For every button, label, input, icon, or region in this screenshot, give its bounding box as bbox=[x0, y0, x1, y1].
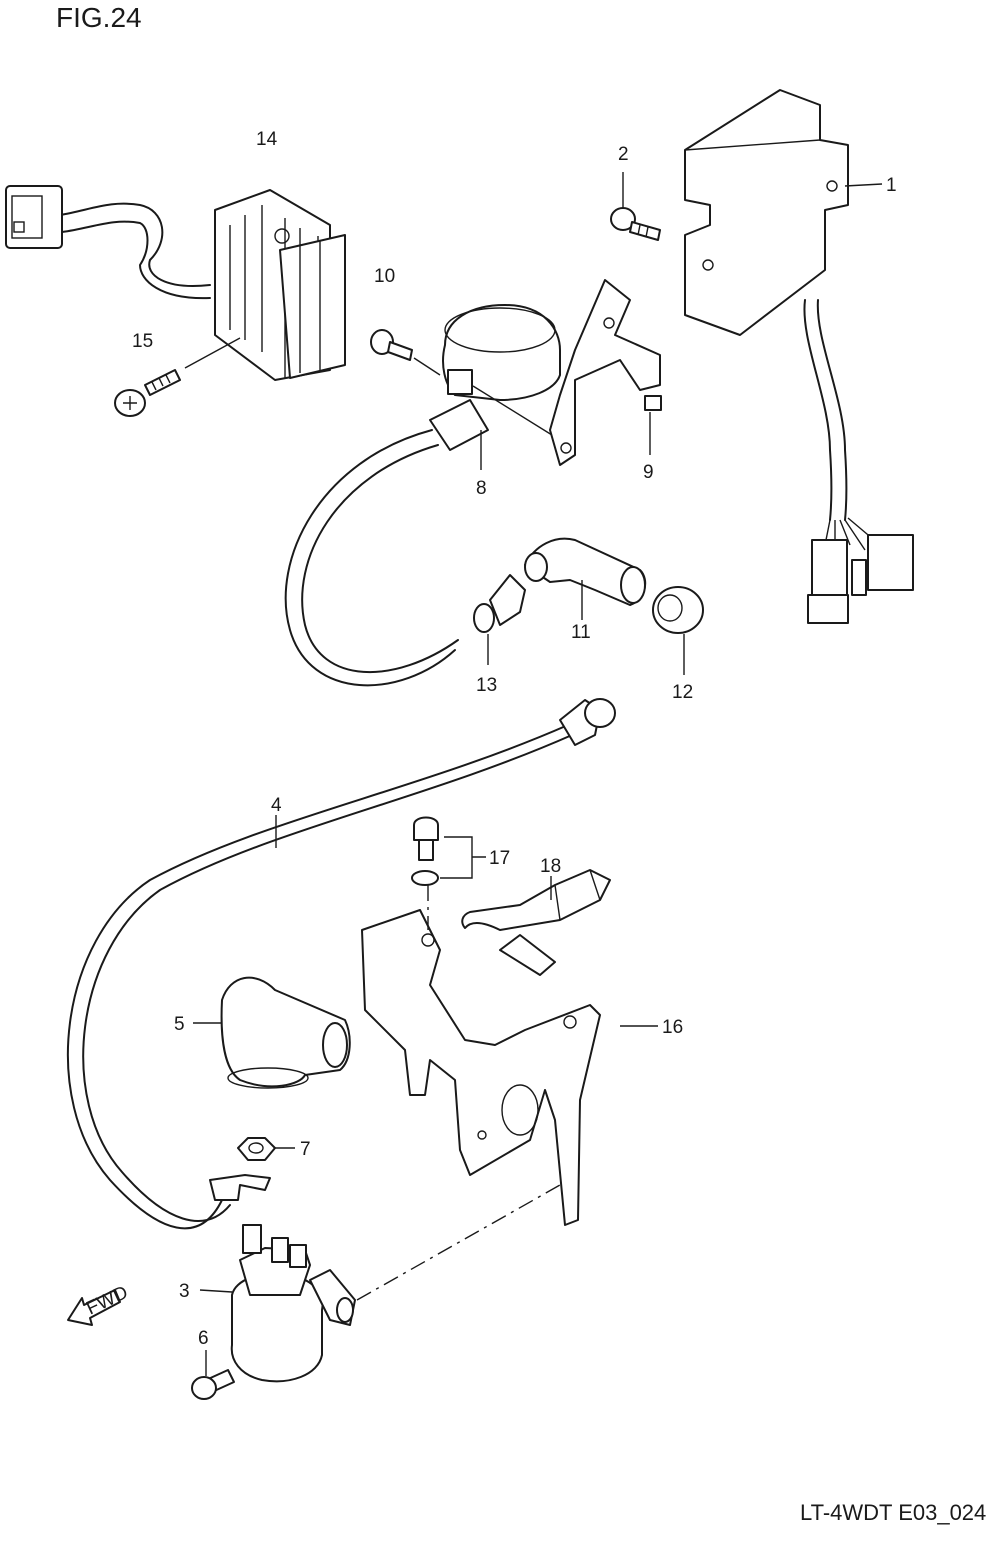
callout-6: 6 bbox=[198, 1328, 209, 1349]
callout-8: 8 bbox=[476, 478, 487, 499]
part-5-cap bbox=[193, 976, 351, 1089]
part-9-bracket bbox=[549, 279, 662, 466]
callout-3: 3 bbox=[179, 1281, 190, 1302]
callout-18: 18 bbox=[540, 856, 561, 877]
assembly-lines bbox=[356, 885, 561, 1301]
part-18-strap bbox=[461, 869, 611, 976]
part-1-cdi-unit bbox=[684, 89, 914, 624]
part-4-cable bbox=[66, 698, 616, 1230]
callout-16: 16 bbox=[662, 1017, 683, 1038]
part-14-regulator bbox=[5, 185, 346, 381]
part-16-bracket bbox=[361, 909, 658, 1226]
part-17-bolt-washer bbox=[411, 816, 486, 886]
callout-labels: 1 2 3 4 5 6 7 8 9 10 11 12 13 14 15 16 1… bbox=[132, 129, 897, 1349]
part-15-screw bbox=[114, 337, 241, 417]
callout-14: 14 bbox=[256, 129, 278, 150]
callout-17: 17 bbox=[489, 848, 510, 869]
callout-2: 2 bbox=[618, 144, 629, 165]
callout-9: 9 bbox=[643, 462, 654, 483]
part-7-nut bbox=[237, 1137, 295, 1161]
callout-15: 15 bbox=[132, 331, 153, 352]
part-10-bolt bbox=[370, 329, 441, 376]
callout-7: 7 bbox=[300, 1139, 311, 1160]
part-8-ignition-coil bbox=[284, 304, 561, 687]
part-12-seal bbox=[652, 586, 704, 675]
callout-13: 13 bbox=[476, 675, 497, 696]
callout-12: 12 bbox=[672, 682, 693, 703]
figure-title: FIG.24 bbox=[56, 2, 142, 33]
callout-5: 5 bbox=[174, 1014, 185, 1035]
fwd-arrow: FWD bbox=[67, 1282, 131, 1326]
callout-11: 11 bbox=[571, 622, 591, 643]
diagram-id: LT-4WDT E03_024 bbox=[800, 1500, 987, 1525]
callout-1: 1 bbox=[886, 175, 897, 196]
callout-10: 10 bbox=[374, 266, 395, 287]
part-2-screw bbox=[610, 172, 661, 241]
part-11-plug-cap bbox=[524, 537, 647, 620]
fwd-label: FWD bbox=[83, 1282, 131, 1319]
part-13-cap-terminal bbox=[473, 574, 526, 665]
callout-4: 4 bbox=[271, 795, 282, 816]
part-3-starter-relay bbox=[199, 1224, 356, 1383]
part-6-bolt bbox=[191, 1350, 235, 1400]
